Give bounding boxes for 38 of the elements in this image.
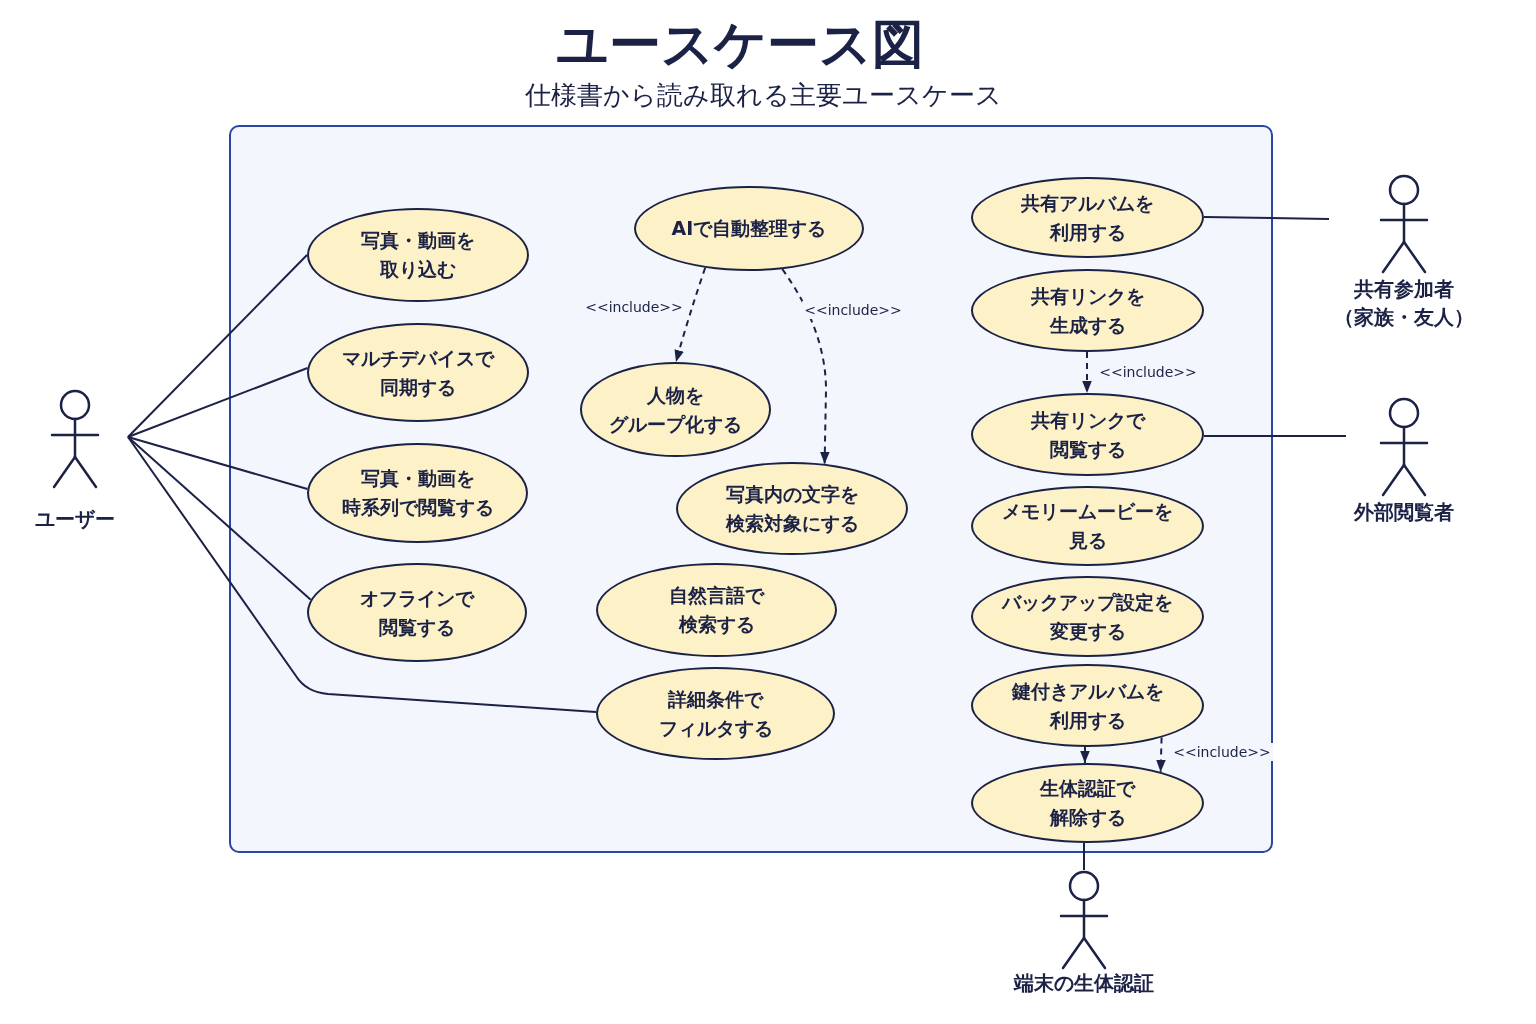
actor-label: 共有参加者（家族・友人） xyxy=(1333,276,1475,331)
include-arrow xyxy=(1080,746,1090,764)
actor-label: 端末の生体認証 xyxy=(1014,970,1154,997)
include-arrow xyxy=(781,268,830,465)
subtitle: 仕様書から読み取れる主要ユースケース xyxy=(524,79,1002,112)
use-case-label: 共有リンクを生成する xyxy=(1030,283,1145,338)
association-line xyxy=(1203,216,1330,220)
edge-label: <<include>> xyxy=(802,301,904,319)
use-case-label: 写真・動画を時系列で閲覧する xyxy=(341,466,494,520)
system-boundary xyxy=(229,125,1273,853)
use-case-label: 写真・動画を取り込む xyxy=(360,228,476,282)
association-line xyxy=(127,436,312,601)
use-case-label: 生体認証で解除する xyxy=(1039,776,1136,830)
use-case-label: 人物をグループ化する xyxy=(608,382,743,437)
use-case-label: マルチデバイスで同期する xyxy=(341,345,495,400)
association-line xyxy=(127,367,309,438)
use-case-label: 共有アルバムを利用する xyxy=(1020,190,1155,245)
use-case-label: AIで自動整理する xyxy=(671,216,827,241)
include-arrow xyxy=(1156,736,1166,773)
diagram-title: ユースケース図 xyxy=(556,13,924,76)
association-line xyxy=(127,254,308,438)
use-case-label: メモリームービーを見る xyxy=(1001,499,1174,553)
association-line xyxy=(127,436,309,490)
use-case-label: 鍵付きアルバムを利用する xyxy=(1011,678,1164,733)
use-case-label: 写真内の文字を検索対象にする xyxy=(725,481,859,536)
use-case-label: 共有リンクで閲覧する xyxy=(1030,407,1145,462)
edge-label: <<include>> xyxy=(1171,743,1273,761)
use-case-label: 自然言語で検索する xyxy=(668,583,765,637)
actor-label: ユーザー xyxy=(34,506,116,533)
association-line xyxy=(1083,842,1085,871)
actor-label: 外部閲覧者 xyxy=(1353,499,1455,526)
include-arrow xyxy=(1082,351,1092,394)
use-case-label: バックアップ設定を変更する xyxy=(1001,589,1174,644)
use-case-label: 詳細条件でフィルタする xyxy=(658,686,773,741)
include-arrow xyxy=(674,266,707,363)
association-line xyxy=(1202,435,1347,437)
association-line xyxy=(127,436,598,713)
use-case-label: オフラインで閲覧する xyxy=(359,585,475,640)
